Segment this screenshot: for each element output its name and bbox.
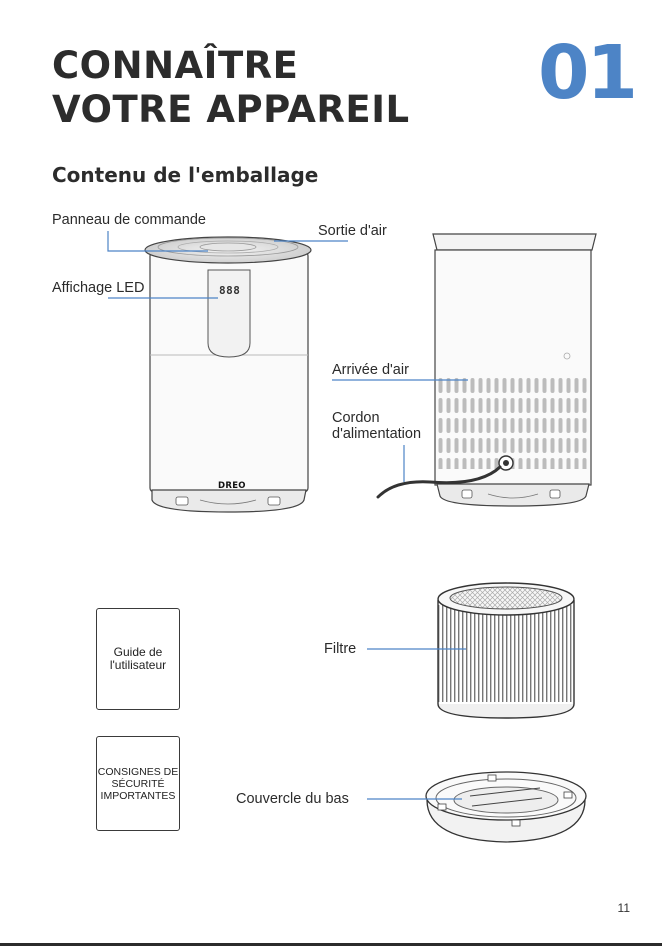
label-air-inlet: Arrivée d'air <box>332 362 409 378</box>
label-filter: Filtre <box>324 641 356 657</box>
purifier-back <box>378 234 596 506</box>
label-bottom-cover: Couvercle du bas <box>236 791 349 807</box>
label-air-outlet: Sortie d'air <box>318 223 387 239</box>
page-number: 11 <box>618 901 630 915</box>
user-guide-line-2: l'utilisateur <box>110 659 166 672</box>
label-power-cord: Cordon d'alimentation <box>332 410 421 442</box>
safety-line-2: SÉCURITÉ <box>98 778 179 790</box>
safety-line-3: IMPORTANTES <box>98 790 179 802</box>
power-cord-line-1: Cordon <box>332 410 421 426</box>
safety-line-1: CONSIGNES DE <box>98 766 179 778</box>
label-control-panel: Panneau de commande <box>52 212 206 228</box>
filter-illustration <box>438 583 574 718</box>
label-led-display: Affichage LED <box>52 280 144 296</box>
safety-booklet: CONSIGNES DE SÉCURITÉ IMPORTANTES <box>96 736 180 831</box>
led-digits: 888 <box>219 284 240 297</box>
power-cord-line-2: d'alimentation <box>332 426 421 442</box>
purifier-front <box>145 237 311 512</box>
brand-logo: DREO <box>218 481 246 491</box>
bottom-cover-illustration <box>426 772 586 842</box>
user-guide-booklet: Guide de l'utilisateur <box>96 608 180 710</box>
